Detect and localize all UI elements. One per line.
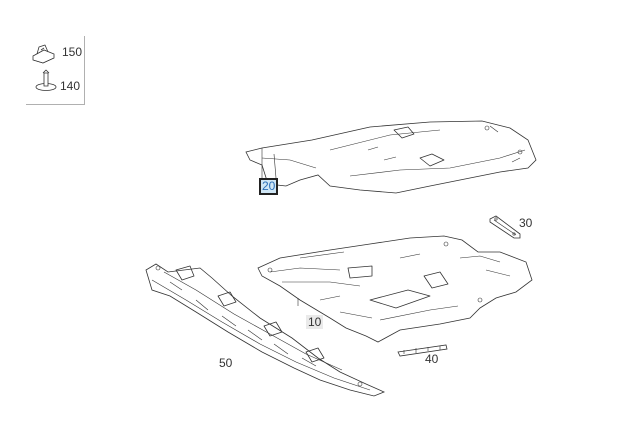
part-50-drawing[interactable]	[145, 263, 386, 397]
part-number-30[interactable]: 30	[519, 216, 533, 230]
legend-number-140[interactable]: 140	[60, 79, 81, 93]
part-number-50[interactable]: 50	[219, 356, 233, 370]
part-40-drawing[interactable]	[397, 344, 448, 357]
part-number-20[interactable]: 20	[259, 178, 279, 195]
part-number-40[interactable]: 40	[425, 352, 439, 366]
part-number-10[interactable]: 10	[306, 315, 324, 329]
part-20-drawing[interactable]	[245, 120, 537, 194]
legend-frame	[26, 36, 85, 105]
part-10-drawing[interactable]	[257, 235, 533, 343]
legend-number-150[interactable]: 150	[62, 45, 83, 59]
clip-nut-icon	[32, 44, 55, 64]
push-rivet-icon	[35, 69, 57, 91]
part-30-drawing[interactable]	[489, 215, 521, 239]
